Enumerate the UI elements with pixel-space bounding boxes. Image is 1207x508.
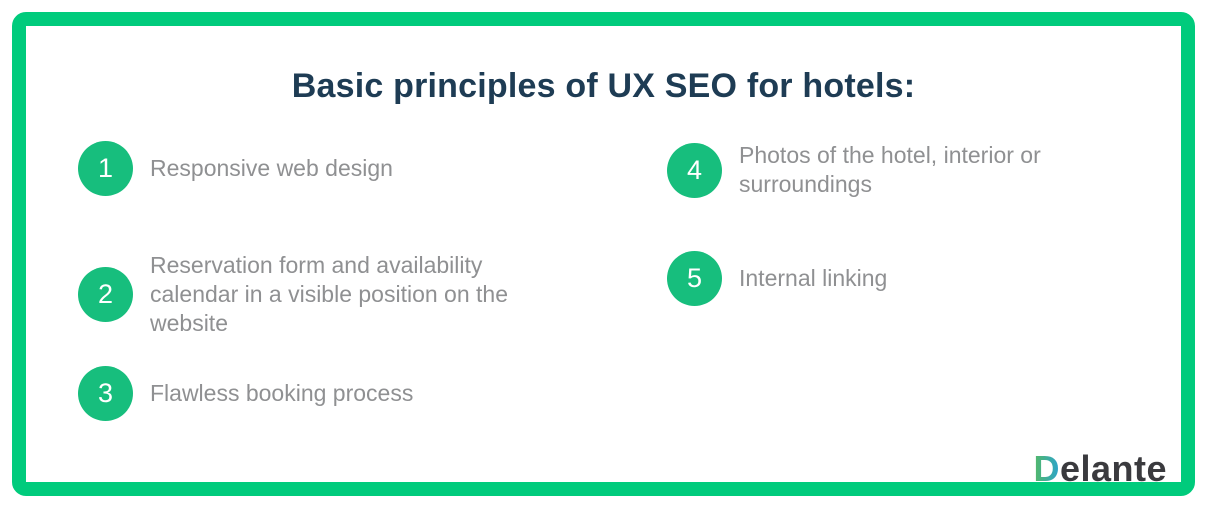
item-number-badge: 3 — [78, 366, 133, 421]
item-number-badge: 5 — [667, 251, 722, 306]
item-number-badge: 2 — [78, 267, 133, 322]
list-item-2: 2 Reservation form and availability cale… — [78, 251, 555, 338]
page-title: Basic principles of UX SEO for hotels: — [291, 66, 916, 105]
item-label: Photos of the hotel, interior or surroun… — [739, 142, 1041, 197]
delante-logo: Delante — [1033, 451, 1167, 487]
list-item-5: 5 Internal linking — [667, 251, 887, 306]
item-label: Reservation form and availability calend… — [150, 252, 509, 336]
item-label: Flawless booking process — [150, 380, 414, 406]
list-item-3: 3 Flawless booking process — [78, 366, 413, 421]
item-number-badge: 4 — [667, 142, 722, 198]
item-number-badge: 1 — [78, 141, 133, 196]
delante-logo-d: D — [1033, 448, 1060, 489]
delante-logo-text: elante — [1059, 448, 1167, 489]
item-label: Responsive web design — [150, 155, 393, 181]
list-item-4: 4 Photos of the hotel, interior or surro… — [667, 141, 1099, 199]
item-label: Internal linking — [739, 265, 888, 291]
list-item-1: 1 Responsive web design — [78, 141, 393, 196]
